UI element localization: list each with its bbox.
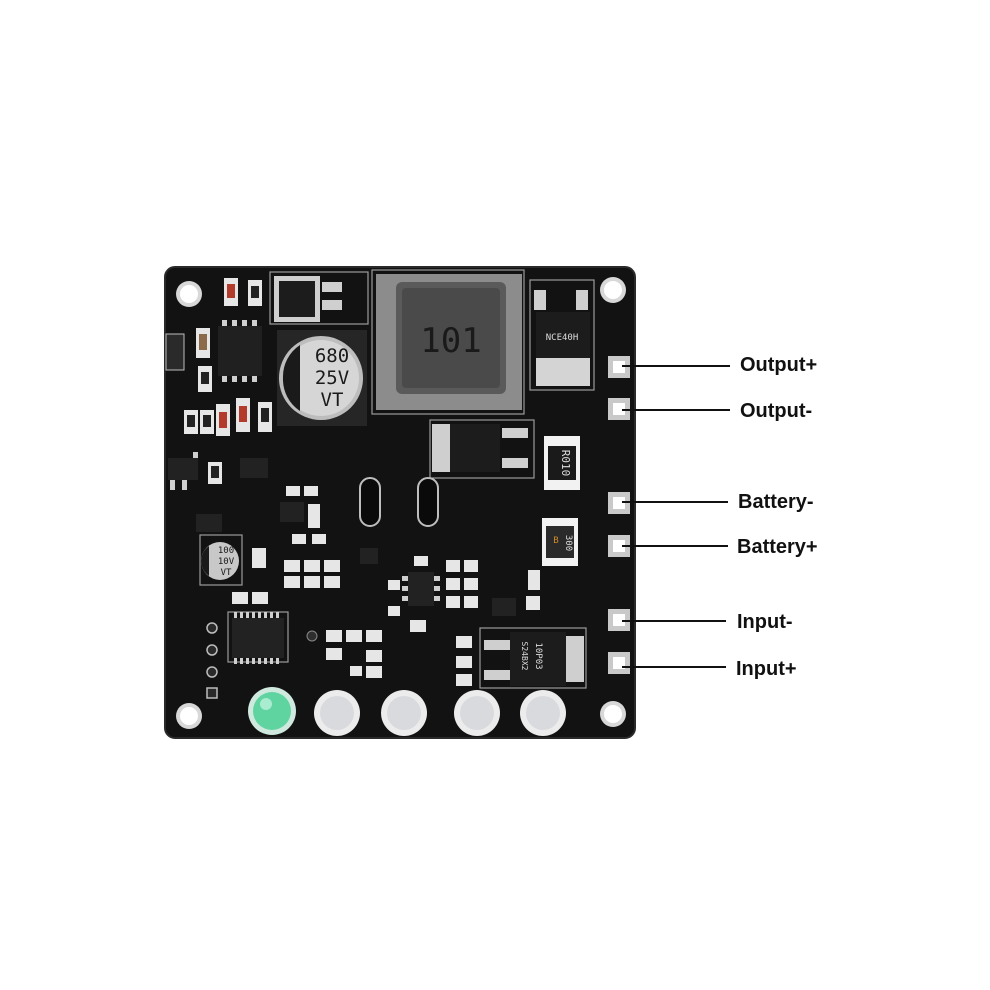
inductor-marking: 101: [420, 321, 481, 361]
resistor-300: B 300: [542, 518, 578, 566]
power-inductor: 101: [376, 274, 522, 410]
mosfet-middle: [432, 424, 528, 472]
mosfet-marking: NCE40H: [546, 333, 579, 343]
led-clear-2: [387, 696, 421, 730]
smd-passives: [165, 278, 540, 686]
led-clear-3: [460, 696, 494, 730]
led-clear-4: [526, 696, 560, 730]
led-row: [248, 687, 566, 736]
board-slot-left: [359, 477, 381, 527]
label-input-plus: Input+: [736, 658, 797, 680]
cap-large-line3: VT: [321, 389, 344, 411]
tssop-controller: [232, 612, 284, 664]
resistor-r010-marking: R010: [559, 450, 572, 477]
capacitor-100uf: 100 10V VT: [201, 542, 239, 580]
label-output-plus: Output+: [740, 354, 818, 376]
silkscreen: [199, 269, 595, 689]
mosfet-top-right: NCE40H: [534, 290, 590, 386]
leader-lines: [622, 365, 730, 668]
label-input-minus: Input-: [737, 611, 793, 633]
led-green: [253, 692, 291, 730]
header-pins: [206, 622, 218, 699]
cap-large-line2: 25V: [315, 367, 349, 389]
cap-large-line1: 680: [315, 345, 349, 367]
label-output-minus: Output-: [740, 400, 813, 422]
capacitor-680uf: 680 25V VT: [277, 330, 367, 426]
board-slot-right: [417, 477, 439, 527]
soic-top: [218, 320, 262, 382]
cap-small-line3: VT: [221, 568, 232, 578]
regulator-marking: 10P03: [533, 642, 543, 669]
resistor-300-line2: 300: [563, 535, 573, 551]
mounting-holes: [176, 277, 626, 729]
resistor-300-line1: B: [553, 536, 558, 546]
regulator-marking-2: S24BX2: [520, 642, 529, 671]
led-clear-1: [320, 696, 354, 730]
label-battery-minus: Battery-: [738, 491, 814, 513]
resistor-r010: R010: [544, 436, 580, 490]
cap-small-line1: 100: [218, 546, 234, 556]
label-battery-plus: Battery+: [737, 536, 818, 558]
cap-small-line2: 10V: [218, 557, 235, 567]
mosfet-top-left: [274, 276, 342, 322]
sot-chip-middle: [402, 572, 440, 606]
regulator-bottom: 10P03 S24BX2: [484, 632, 584, 686]
